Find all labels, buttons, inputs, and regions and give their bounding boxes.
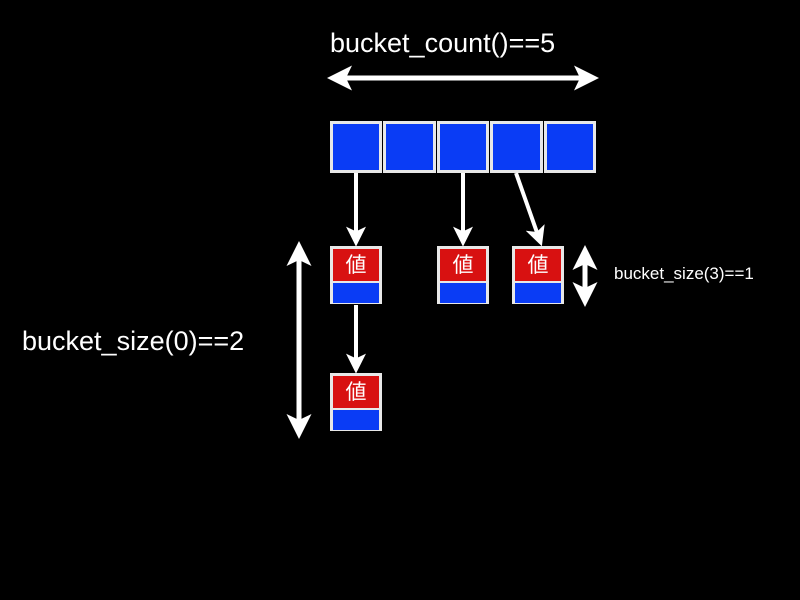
chain-node-next-pointer (333, 410, 379, 430)
chain-node-bucket2-0: 値 (437, 246, 489, 304)
chain-node-next-pointer (333, 283, 379, 303)
bucket-array (330, 121, 597, 173)
bucket-cell-1 (383, 121, 436, 173)
bucket-size-3-label: bucket_size(3)==1 (614, 264, 754, 283)
chain-node-bucket0-0: 値 (330, 246, 382, 304)
chain-node-next-pointer (440, 283, 486, 303)
bucket-size-0-label: bucket_size(0)==2 (22, 326, 245, 356)
chain-node-value: 値 (515, 249, 561, 283)
bucket-cell-0 (330, 121, 383, 173)
bucket-cell-3 (490, 121, 543, 173)
bucket-count-label: bucket_count()==5 (330, 28, 556, 58)
bucket-cell-2 (436, 121, 490, 173)
chain-node-next-pointer (515, 283, 561, 303)
chain-node-bucket3-0: 値 (512, 246, 564, 304)
link-arrow-bucket3-to-node (514, 172, 545, 247)
chain-node-bucket0-1: 値 (330, 373, 382, 431)
chain-node-value: 値 (333, 376, 379, 410)
bucket-cell-4 (543, 121, 597, 173)
chain-node-value: 値 (440, 249, 486, 283)
chain-node-value: 値 (333, 249, 379, 283)
